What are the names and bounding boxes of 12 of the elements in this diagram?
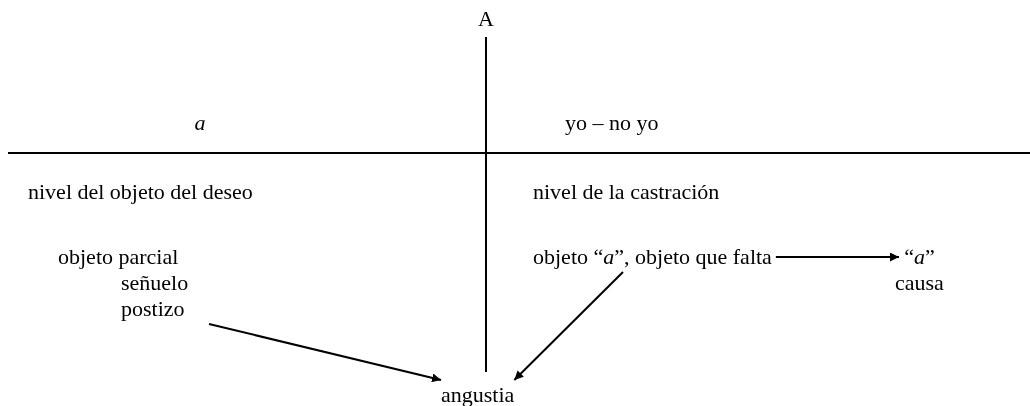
arrow [208,323,442,383]
quadrant-heading: yo – no yo [565,110,659,136]
quadrant-heading: a [194,110,206,136]
arrow [774,252,900,262]
axis-letter: A [478,6,494,32]
term-text: angustia [441,382,515,406]
level-label: nivel de la castración [533,179,720,205]
arrow [513,271,624,381]
term-text: objeto “a”, objeto que falta [533,244,772,270]
term-list: objeto parcial señuelo postizo [58,244,213,322]
term-text: “a” causa [895,244,944,296]
level-label: nivel del objeto del deseo [28,179,253,205]
